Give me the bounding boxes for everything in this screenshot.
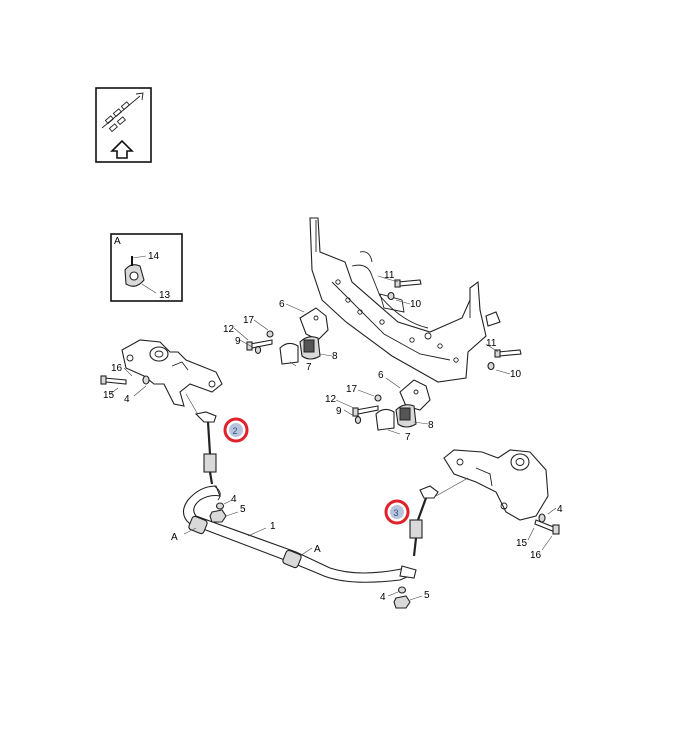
label-17-left: 17 [243,315,255,326]
label-9-left: 9 [235,336,241,347]
orientation-box [95,87,152,163]
callout-3[interactable]: 3 [384,499,410,525]
nut-group-left: 4 5 [209,494,246,523]
anti-roll-bar: 1 A A [171,485,417,583]
label-12-right: 12 [325,394,337,405]
label-1-bar: 1 [270,521,276,532]
label-4-bar-right: 4 [380,592,386,603]
detail-box-letter: A [114,236,121,247]
label-12-left: 12 [223,324,235,335]
callout-3-number: 3 [394,508,399,518]
nut-group-right: 4 5 [380,586,430,609]
subframe [309,217,501,383]
label-10-lower: 10 [510,369,522,380]
callout-2[interactable]: 2 [223,417,249,443]
label-4-bar-left: 4 [231,494,237,505]
link-rod-right [409,477,469,557]
label-11-lower: 11 [486,338,497,349]
label-8-right: 8 [428,420,434,431]
label-15-left: 15 [103,390,115,401]
knuckle-right: 4 15 16 [443,449,563,561]
label-5-bar-right: 5 [424,590,430,601]
label-7-left: 7 [306,362,312,373]
label-8-left: 8 [332,351,338,362]
bushing-set-left: 6 17 12 9 8 7 [223,299,338,373]
label-9-right: 9 [336,406,342,417]
link-rod-left [185,393,217,485]
detail-label-14: 14 [148,251,160,262]
label-16-right: 16 [530,550,542,561]
label-17-right: 17 [346,384,358,395]
label-7-right: 7 [405,432,411,443]
label-6-right: 6 [378,370,384,381]
label-16-left: 16 [111,363,123,374]
detail-box-a: A 14 13 [110,233,183,302]
knuckle-left: 16 15 4 [100,339,223,407]
label-a-left: A [171,532,178,543]
callout-2-number: 2 [233,426,238,436]
label-4-knuckle-right: 4 [557,504,563,515]
bolt-group-upper: 11 10 11 10 [377,270,522,380]
label-a-center: A [314,544,321,555]
label-10-upper: 10 [410,299,422,310]
label-5-bar-left: 5 [240,504,246,515]
label-15-right: 15 [516,538,528,549]
front-arrow-icon [101,92,144,159]
label-6-left: 6 [279,299,285,310]
bushing-set-right: 6 17 12 9 8 7 [325,370,434,443]
label-11-upper: 11 [384,270,395,281]
detail-label-13: 13 [159,290,171,301]
label-4-left: 4 [124,394,130,405]
